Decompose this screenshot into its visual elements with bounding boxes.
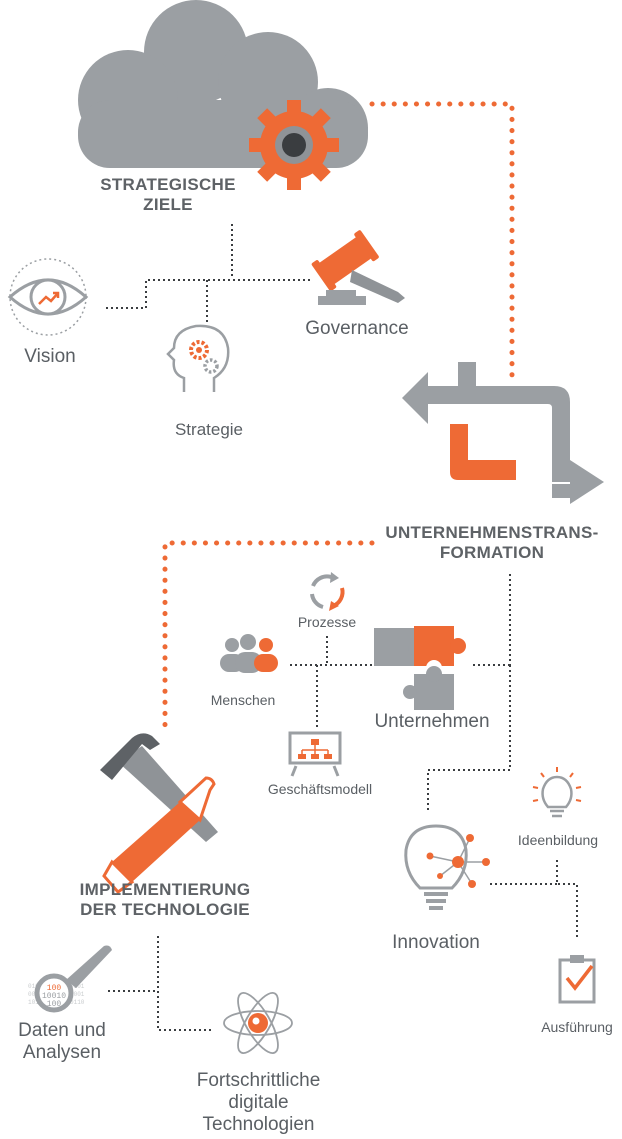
label-governance: Governance (305, 318, 409, 339)
label-tech-line1: Fortschrittliche (196, 1070, 321, 1091)
binary-text-2: 10010 (42, 992, 66, 1001)
label-tech-line2: digitale (228, 1091, 289, 1113)
tools-icon (100, 733, 218, 895)
orange-connector-top (369, 101, 515, 381)
label-advanced-tech: Fortschrittliche digitale Technologien (176, 1070, 341, 1136)
people-icon (220, 634, 278, 673)
idea-lightbulb-icon (532, 767, 582, 818)
checklist-clipboard-icon (558, 955, 596, 1004)
orange-connector-left (162, 540, 375, 738)
heading-implementation-line2: DER TECHNOLOGIE (80, 899, 250, 919)
business-model-board-icon (288, 731, 342, 777)
heading-implementation: IMPLEMENTIERUNG DER TECHNOLOGIE (40, 880, 290, 919)
svg-text:0110: 0110 (70, 999, 85, 1006)
process-cycle-icon (310, 572, 345, 611)
binary-text-1: 100 (47, 984, 62, 993)
eye-icon (7, 258, 89, 336)
heading-strategic-line2: ZIELE (143, 194, 193, 214)
label-innovation: Innovation (392, 932, 480, 953)
label-ausfuehrung: Ausführung (541, 1019, 613, 1035)
label-menschen: Menschen (210, 692, 276, 708)
svg-text:1011: 1011 (28, 999, 43, 1006)
puzzle-icon (374, 626, 466, 710)
heading-transformation-line1: UNTERNEHMENSTRANS- (385, 523, 599, 542)
innovation-bulb-icon (404, 824, 490, 910)
gear-icon (249, 100, 339, 190)
label-vision: Vision (24, 346, 76, 367)
svg-text:0101: 0101 (28, 983, 43, 990)
label-strategie: Strategie (174, 420, 244, 439)
label-prozesse: Prozesse (297, 614, 357, 630)
heading-strategic-line1: STRATEGISCHE (100, 175, 236, 194)
dark-connectors (106, 224, 578, 1031)
label-daten-line2: Analysen (22, 1041, 102, 1063)
label-daten-analysen: Daten und Analysen (2, 1020, 122, 1064)
label-geschaeftsmodell: Geschäftsmodell (267, 781, 373, 797)
label-unternehmen: Unternehmen (374, 711, 490, 732)
heading-strategic-goals: STRATEGISCHE ZIELE (93, 175, 243, 214)
head-gears-icon (166, 324, 230, 392)
transformation-arrows-icon (402, 362, 604, 504)
heading-transformation-line2: FORMATION (439, 542, 545, 562)
label-daten-line1: Daten und (18, 1020, 106, 1041)
heading-transformation: UNTERNEHMENSTRANS- FORMATION (366, 523, 618, 562)
label-tech-line3: Technologien (202, 1113, 315, 1135)
data-magnifier-icon: 0101 0001 1011 0101 1001 0110 100 10010 … (28, 945, 112, 1013)
heading-implementation-line1: IMPLEMENTIERUNG (79, 880, 251, 899)
label-ideenbildung: Ideenbildung (517, 832, 599, 848)
gavel-icon (311, 230, 405, 305)
atom-icon (223, 992, 293, 1054)
binary-text-3: 100 (47, 1000, 62, 1009)
svg-text:1001: 1001 (70, 991, 85, 998)
